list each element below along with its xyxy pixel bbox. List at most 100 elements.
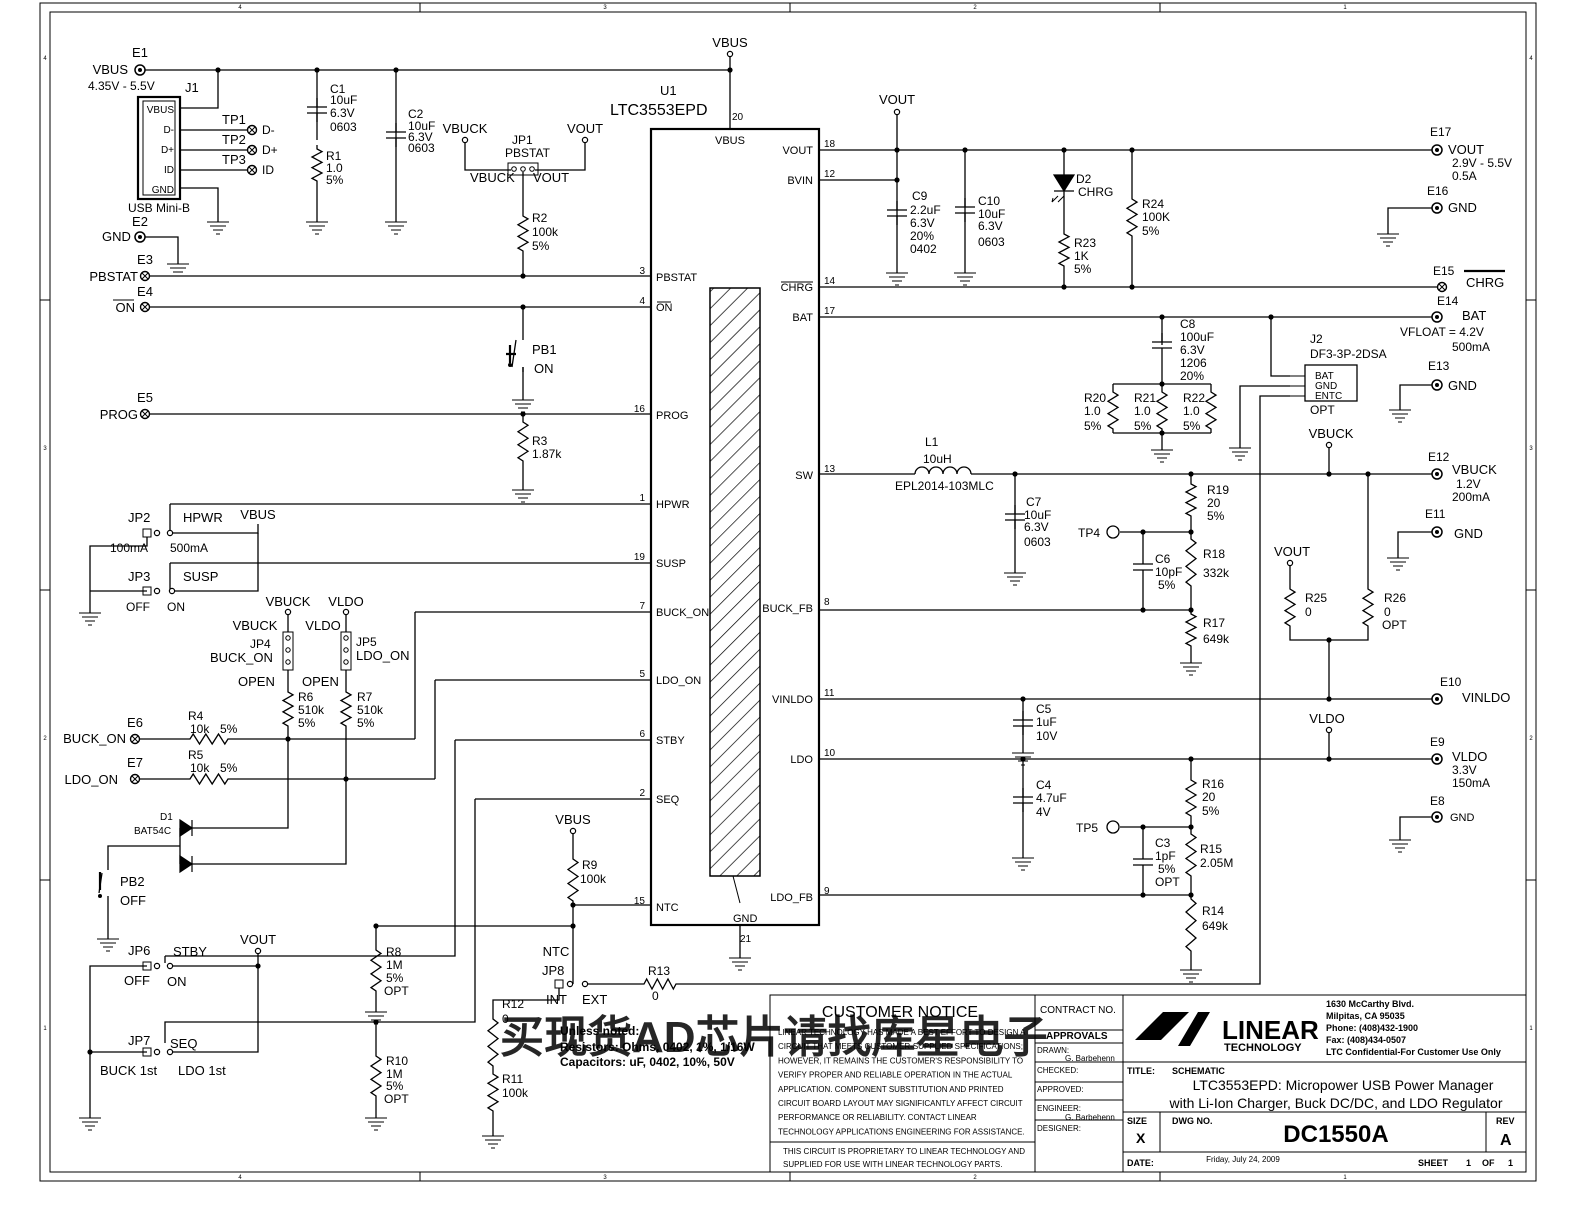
- terminal-e6-x: [131, 735, 139, 743]
- ground-c4: [1012, 857, 1034, 871]
- label: BUCK_ON: [210, 650, 273, 665]
- label: ON: [167, 974, 187, 989]
- label: R14: [1202, 904, 1224, 918]
- label: JP6: [128, 943, 150, 958]
- terminal-e16-center: [1435, 206, 1439, 210]
- label: TP3: [222, 152, 246, 167]
- label: C1: [330, 82, 346, 96]
- pin-number: 16: [634, 404, 646, 415]
- label: VBUS: [555, 812, 591, 827]
- resistor-r10: [369, 1052, 383, 1100]
- label: 500mA: [1452, 340, 1490, 354]
- pin-number: 11: [824, 688, 835, 699]
- pin-name: BAT: [792, 312, 813, 324]
- label: 1K: [1074, 249, 1089, 263]
- label: R20: [1084, 391, 1106, 405]
- label: SEQ: [170, 1036, 197, 1051]
- label: OPEN: [238, 674, 275, 689]
- label: G. Barbehenn: [1065, 1113, 1115, 1122]
- label: 6.3V: [330, 106, 355, 120]
- terminal-e13-center: [1435, 383, 1439, 387]
- resistor-r13: [640, 977, 680, 991]
- label: 0603: [978, 235, 1005, 249]
- pin-number: 10: [824, 748, 836, 759]
- gnd-lead: [732, 875, 741, 904]
- label: R18: [1203, 547, 1225, 561]
- label: 0603: [1024, 535, 1051, 549]
- label: CHECKED:: [1037, 1066, 1078, 1075]
- label: D1: [160, 812, 173, 823]
- label: E13: [1428, 359, 1450, 373]
- capacitor-c6: [1133, 555, 1153, 579]
- label: REV: [1496, 1116, 1515, 1126]
- label: 20%: [910, 229, 934, 243]
- usb-connector-j1: [136, 95, 182, 201]
- ground-r17: [1180, 662, 1202, 676]
- label: VLDO: [305, 618, 340, 633]
- label: 100k: [502, 1086, 529, 1100]
- label: 2.2uF: [910, 203, 941, 217]
- resistor-r2: [516, 212, 530, 255]
- frame-column-number: 4: [238, 5, 242, 11]
- label: TITLE:: [1127, 1066, 1155, 1076]
- pin-name: PROG: [656, 410, 688, 422]
- label: 0.5A: [1452, 169, 1477, 183]
- terminal-e8-center: [1435, 815, 1439, 819]
- gnd-wire: [1399, 384, 1432, 402]
- resistor-r12: [486, 1015, 500, 1070]
- label: Resistors: Ohms, 0402, 1%, 1/16W: [560, 1040, 755, 1054]
- label: 100K: [1142, 210, 1170, 224]
- label: TECHNOLOGY: [1224, 1042, 1302, 1054]
- pushbutton-pb1: [511, 335, 524, 372]
- capacitor-c9: [887, 201, 907, 225]
- label: DATE:: [1127, 1158, 1154, 1168]
- label: C4: [1036, 778, 1052, 792]
- label: 5%: [1134, 419, 1152, 433]
- label: R16: [1202, 777, 1224, 791]
- label: J2: [1310, 332, 1323, 346]
- jumper-pin: [285, 647, 291, 653]
- label: 0603: [408, 141, 435, 155]
- pushbutton-pb1-handle: [506, 345, 516, 363]
- frame-row-number: 4: [1529, 56, 1533, 62]
- components: [39, 2, 1537, 1182]
- label: GND: [102, 229, 131, 244]
- ground-r8: [365, 1011, 387, 1025]
- label: LDO_ON: [65, 772, 118, 787]
- label: HPWR: [183, 510, 223, 525]
- resistor-r26: [1361, 585, 1375, 630]
- net-port: [581, 980, 589, 988]
- jp8-wire: [492, 988, 560, 1015]
- frame-column-number: 1: [1343, 1175, 1347, 1181]
- gnd-wire: [1397, 531, 1432, 550]
- jp7-wire: [170, 966, 259, 1053]
- label: Milpitas, CA 95035: [1326, 1011, 1405, 1021]
- label: L1: [925, 435, 939, 449]
- ground-e11: [1387, 557, 1409, 571]
- label: D+: [262, 143, 278, 157]
- linear-logo-mark: [1135, 1012, 1210, 1046]
- net-port: [1325, 441, 1333, 449]
- label: E3: [137, 252, 153, 267]
- junction: [1140, 824, 1146, 830]
- label: E15: [1433, 264, 1455, 278]
- ic-hatch-pad: [709, 287, 761, 877]
- label: APPLICATION. COMPONENT SUBSTITUTION AND …: [778, 1085, 1004, 1094]
- label: ON: [167, 600, 185, 614]
- jumper-jp5: [340, 631, 352, 671]
- label: 1.0: [1084, 404, 1101, 418]
- label: R2: [532, 211, 548, 225]
- label: JP3: [128, 569, 150, 584]
- label: E16: [1427, 184, 1449, 198]
- label: 4.7uF: [1036, 791, 1067, 805]
- label: E4: [137, 284, 153, 299]
- label: VBUS: [240, 507, 276, 522]
- ground-e13: [1389, 409, 1411, 423]
- label: R22: [1183, 391, 1205, 405]
- ground-c9: [886, 272, 908, 286]
- pin-name: HPWR: [656, 499, 690, 511]
- label: 0: [1384, 605, 1391, 619]
- label: 10uF: [330, 93, 357, 107]
- label: E1: [132, 45, 148, 60]
- capacitor-c8: [1152, 333, 1172, 357]
